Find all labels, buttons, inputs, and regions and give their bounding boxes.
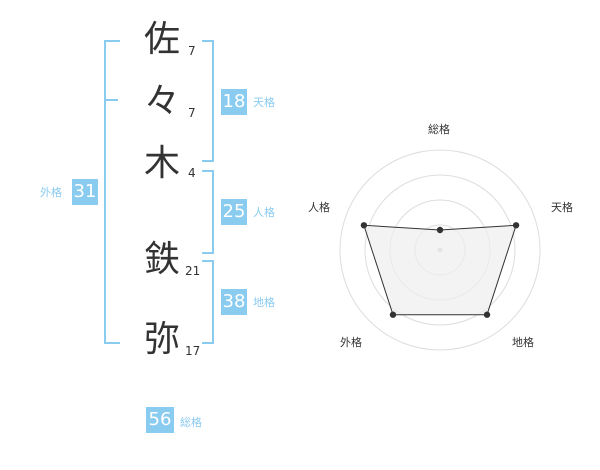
radar-axis-label-jinkaku: 人格 [308, 201, 330, 214]
radar-grid-ring [414, 224, 466, 276]
tenkaku-label: 天格 [253, 96, 275, 109]
chikaku-value: 38 [221, 289, 247, 315]
soukaku-value: 56 [146, 407, 174, 433]
name-char-1: 佐 [143, 19, 180, 60]
radar-axis-label-chikaku: 地格 [512, 336, 534, 349]
soukaku-label: 総格 [180, 416, 202, 429]
stroke-count-4: 21 [185, 264, 201, 278]
tenkaku-value: 18 [221, 89, 247, 115]
stroke-count-3: 4 [188, 166, 196, 180]
radar-axis-label-gaikaku: 外格 [340, 336, 362, 349]
radar-grid-ring [389, 199, 491, 301]
tenkaku-bracket [202, 40, 214, 162]
radar-data-polygon [363, 224, 517, 316]
gaikaku-value: 31 [72, 179, 98, 205]
radar-point-4 [389, 311, 397, 318]
radar-point-3 [483, 311, 491, 318]
name-char-3: 木 [143, 143, 180, 184]
gaikaku-bracket [104, 40, 120, 344]
name-char-4: 鉄 [143, 239, 180, 280]
name-char-5: 弥 [143, 319, 180, 360]
jinkaku-bracket [202, 170, 214, 254]
radar-grid-ring [339, 149, 541, 351]
radar-center-dot [437, 247, 443, 253]
stroke-count-2: 7 [188, 106, 196, 120]
radar-axis-label-soukaku: 総格 [428, 123, 450, 136]
stroke-count-5: 17 [185, 344, 201, 358]
radar-grid-ring [364, 174, 516, 326]
gaikaku-label: 外格 [40, 186, 62, 199]
jinkaku-label: 人格 [253, 206, 275, 219]
chikaku-label: 地格 [253, 296, 275, 309]
radar-point-2 [512, 222, 520, 229]
radar-point-5 [360, 222, 368, 229]
radar-point-1 [436, 226, 444, 234]
chikaku-bracket [202, 260, 214, 344]
gaikaku-bracket-tick [104, 99, 118, 101]
radar-axis-label-tenkaku: 天格 [551, 201, 573, 214]
name-char-2: 々 [143, 81, 180, 122]
stroke-count-1: 7 [188, 44, 196, 58]
jinkaku-value: 25 [221, 199, 247, 225]
